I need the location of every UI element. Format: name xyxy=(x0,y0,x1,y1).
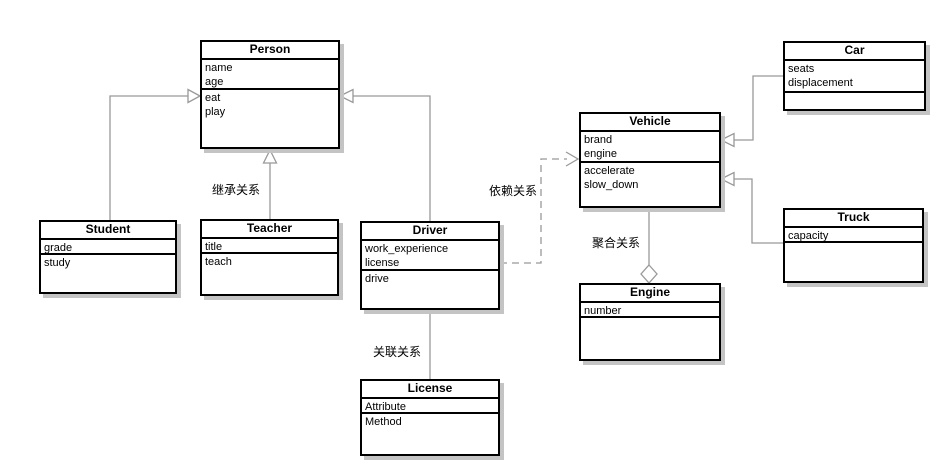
edge-driver-vehicle-dependency[interactable] xyxy=(500,151,580,264)
class-engine[interactable]: Engine number xyxy=(579,283,721,361)
edge-label-dependency: 依赖关系 xyxy=(488,184,539,199)
class-teacher[interactable]: Teacher title teach xyxy=(200,219,339,296)
class-title: Driver xyxy=(362,223,498,241)
class-methods: eat play xyxy=(202,90,338,147)
class-attributes: name age xyxy=(202,60,338,90)
attribute-label: license xyxy=(365,257,400,269)
attribute-label: age xyxy=(205,76,224,88)
hollow-diamond-icon xyxy=(640,264,658,284)
class-attributes: capacity xyxy=(785,228,922,243)
attribute-label: Attribute xyxy=(365,401,406,413)
edge-vehicle-engine-aggregation[interactable] xyxy=(640,208,658,284)
hollow-triangle-arrow-icon xyxy=(187,88,202,104)
attribute-label: number xyxy=(584,305,622,317)
attribute-label: brand xyxy=(584,134,613,146)
class-methods: Method xyxy=(362,414,498,454)
class-attributes: grade xyxy=(41,240,175,255)
class-methods xyxy=(581,318,719,359)
attribute-label: capacity xyxy=(788,230,829,242)
class-title: Person xyxy=(202,42,338,60)
class-title: Vehicle xyxy=(581,114,719,132)
method-label: play xyxy=(205,106,226,118)
attribute-label: title xyxy=(205,241,223,253)
method-label: study xyxy=(44,257,71,269)
class-truck[interactable]: Truck capacity xyxy=(783,208,924,283)
class-attributes: Attribute xyxy=(362,399,498,414)
class-student[interactable]: Student grade study xyxy=(39,220,177,294)
method-label: slow_down xyxy=(584,179,639,191)
class-attributes: title xyxy=(202,239,337,254)
edge-label-aggregation: 聚合关系 xyxy=(591,236,642,251)
attribute-label: engine xyxy=(584,148,618,160)
class-vehicle[interactable]: Vehicle brand engine accelerate slow_dow… xyxy=(579,112,721,208)
edge-label-association: 关联关系 xyxy=(372,345,423,360)
class-title: Truck xyxy=(785,210,922,228)
class-title: License xyxy=(362,381,498,399)
attribute-label: displacement xyxy=(788,77,853,89)
class-driver[interactable]: Driver work_experience license drive xyxy=(360,221,500,310)
open-arrow-icon xyxy=(565,151,580,167)
method-label: accelerate xyxy=(584,165,635,177)
edge-driver-person-inheritance[interactable] xyxy=(338,88,431,222)
attribute-label: name xyxy=(205,62,233,74)
class-methods xyxy=(785,93,924,109)
class-car[interactable]: Car seats displacement xyxy=(783,41,926,111)
edge-truck-vehicle-inheritance[interactable] xyxy=(719,171,783,244)
class-methods: study xyxy=(41,255,175,292)
class-methods: drive xyxy=(362,271,498,308)
method-label: teach xyxy=(205,256,232,268)
class-person[interactable]: Person name age eat play xyxy=(200,40,340,149)
method-label: eat xyxy=(205,92,221,104)
method-label: Method xyxy=(365,416,402,428)
edge-label-inheritance: 继承关系 xyxy=(211,183,262,198)
class-title: Engine xyxy=(581,285,719,303)
attribute-label: seats xyxy=(788,63,815,75)
edge-car-vehicle-inheritance[interactable] xyxy=(719,75,783,148)
attribute-label: work_experience xyxy=(365,243,449,255)
attribute-label: grade xyxy=(44,242,73,254)
hollow-triangle-arrow-icon xyxy=(338,88,354,104)
class-attributes: work_experience license xyxy=(362,241,498,271)
class-methods xyxy=(785,243,922,281)
method-label: drive xyxy=(365,273,389,285)
class-license[interactable]: License Attribute Method xyxy=(360,379,500,456)
hollow-triangle-arrow-icon xyxy=(262,148,278,164)
class-methods: accelerate slow_down xyxy=(581,163,719,206)
class-title: Car xyxy=(785,43,924,61)
class-title: Teacher xyxy=(202,221,337,239)
class-methods: teach xyxy=(202,254,337,294)
edge-teacher-person-inheritance[interactable] xyxy=(262,148,278,219)
hollow-triangle-arrow-icon xyxy=(719,132,735,148)
edge-student-person-inheritance[interactable] xyxy=(109,88,202,221)
hollow-triangle-arrow-icon xyxy=(719,171,735,187)
class-attributes: number xyxy=(581,303,719,318)
class-attributes: seats displacement xyxy=(785,61,924,93)
class-attributes: brand engine xyxy=(581,132,719,163)
class-title: Student xyxy=(41,222,175,240)
